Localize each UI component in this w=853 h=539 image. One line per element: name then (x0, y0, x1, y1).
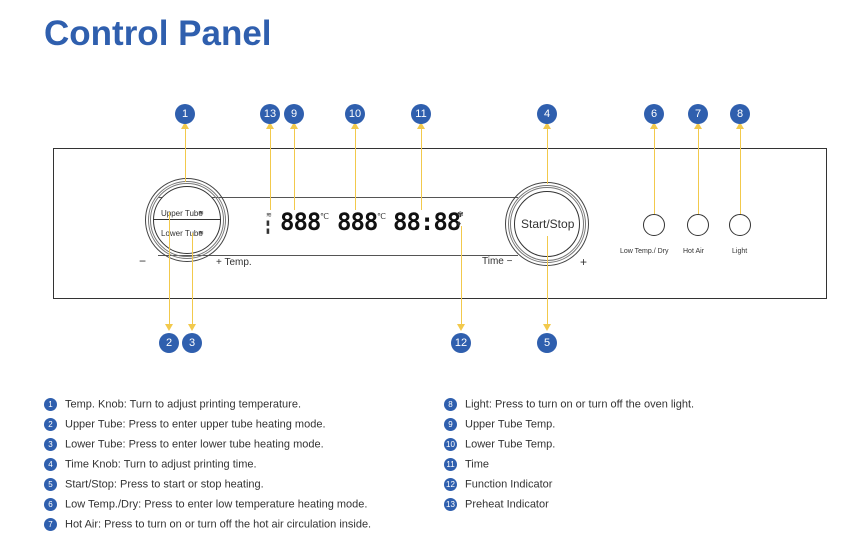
callout-10: 10 (345, 104, 365, 124)
arrow-6 (650, 122, 658, 129)
arrow-8 (736, 122, 744, 129)
arrow-11 (417, 122, 425, 129)
leader-10 (355, 124, 356, 210)
start-stop-label: Start/Stop (521, 217, 575, 231)
callout-6: 6 (644, 104, 664, 124)
light-button[interactable] (729, 214, 751, 236)
temp-knob-divider (153, 219, 221, 220)
leader-12 (461, 226, 462, 326)
leader-7 (698, 124, 699, 214)
leader-9 (294, 124, 295, 210)
upper-tube-temp-display: 888 (280, 208, 321, 236)
lower-tube-temp-display: 888 (337, 208, 378, 236)
time-plus-label: + (580, 255, 588, 269)
callout-1: 1 (175, 104, 195, 124)
page-title: Control Panel (44, 14, 272, 53)
time-minus-label: Time − (482, 256, 513, 267)
arrow-3 (188, 324, 196, 331)
callout-5: 5 (537, 333, 557, 353)
upper-temp-unit: ℃ (320, 212, 329, 221)
low-temp-dry-button[interactable] (643, 214, 665, 236)
hot-air-button[interactable] (687, 214, 709, 236)
control-panel-outline (53, 148, 827, 299)
arrow-4 (543, 122, 551, 129)
callout-11: 11 (411, 104, 431, 124)
upper-tube-icon: ≋ (198, 210, 204, 217)
display-strip (158, 197, 518, 256)
lower-tube-label[interactable]: Lower Tube (161, 229, 203, 238)
callout-7: 7 (688, 104, 708, 124)
callout-3: 3 (182, 333, 202, 353)
leader-11 (421, 124, 422, 210)
time-display: 88:88 (393, 208, 461, 236)
leader-4 (547, 124, 548, 184)
leader-3 (192, 233, 193, 326)
lower-temp-unit: ℃ (377, 212, 386, 221)
arrow-12 (457, 324, 465, 331)
upper-tube-label[interactable]: Upper Tube (161, 209, 203, 218)
leader-2 (169, 212, 170, 326)
temp-plus-label: + Temp. (216, 257, 252, 268)
arrow-2 (165, 324, 173, 331)
temp-knob-ring (148, 181, 226, 259)
callout-2: 2 (159, 333, 179, 353)
hot-air-label: Hot Air (683, 248, 705, 255)
leader-8 (740, 124, 741, 214)
leader-13 (270, 124, 271, 210)
arrow-7 (694, 122, 702, 129)
preheat-indicator-icon: ≋▮▮ (266, 212, 272, 235)
temp-minus-label: − (139, 254, 147, 268)
arrow-9 (290, 122, 298, 129)
light-label: Light (732, 248, 748, 255)
function-indicator-icon: ✾♦ (457, 210, 464, 228)
leader-6 (654, 124, 655, 214)
callout-4: 4 (537, 104, 557, 124)
arrow-13 (266, 122, 274, 129)
arrow-1 (181, 122, 189, 129)
callout-9: 9 (284, 104, 304, 124)
callout-13: 13 (260, 104, 280, 124)
leader-1 (185, 124, 186, 182)
arrow-5 (543, 324, 551, 331)
temp-knob-face (153, 186, 221, 254)
arrow-10 (351, 122, 359, 129)
callout-8: 8 (730, 104, 750, 124)
temp-knob[interactable] (145, 178, 229, 262)
leader-5 (547, 236, 548, 326)
low-temp-dry-label: Low Temp./ Dry (620, 248, 669, 255)
callout-12: 12 (451, 333, 471, 353)
lower-tube-icon: ≋ (198, 230, 204, 237)
